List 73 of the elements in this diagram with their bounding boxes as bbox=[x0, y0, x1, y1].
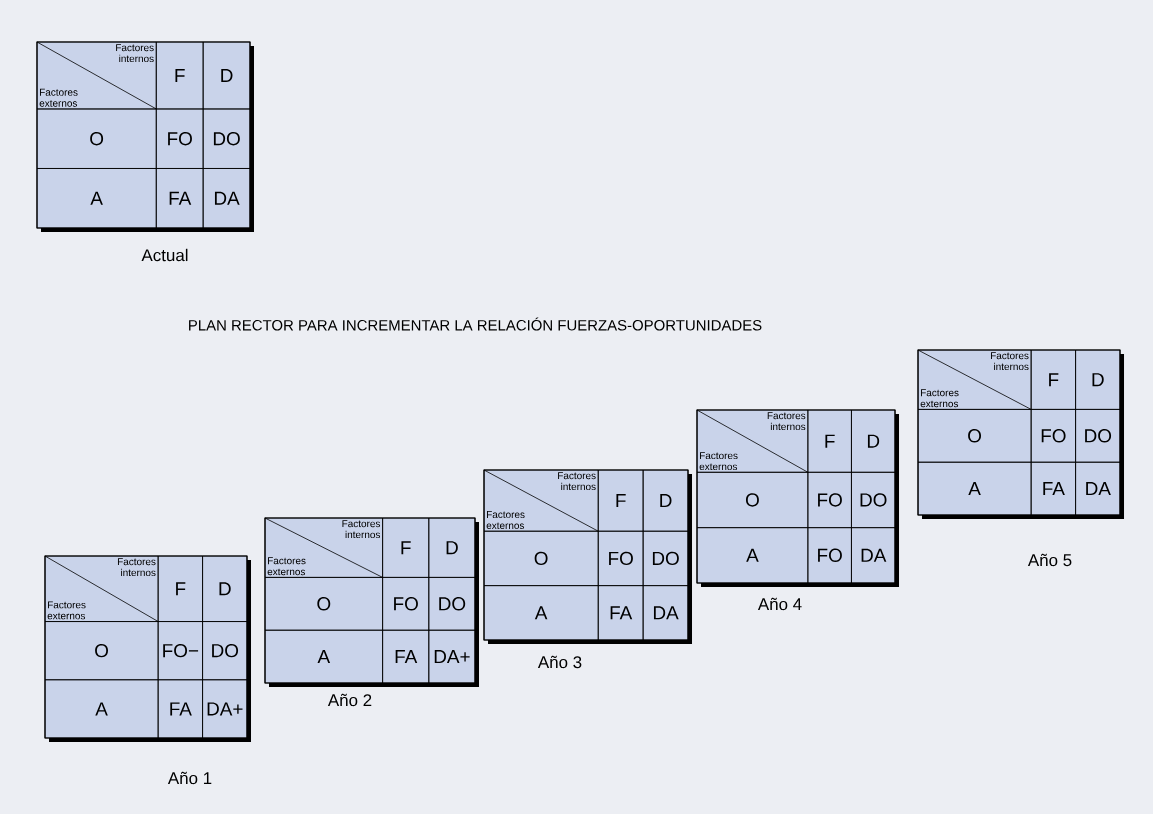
matrix-cell: D bbox=[202, 41, 251, 110]
matrix-cell: F bbox=[1030, 349, 1076, 410]
matrix-cell: DA bbox=[642, 585, 689, 641]
matrix-cell: DA+ bbox=[202, 679, 248, 739]
matrix-cell: FA bbox=[1030, 461, 1076, 516]
matrix-cell: FA bbox=[157, 679, 203, 739]
header-label: Factores internos bbox=[342, 520, 381, 539]
matrix-cell: DO bbox=[202, 621, 248, 681]
matrix-cell: D bbox=[851, 409, 896, 473]
header-label: Factores internos bbox=[118, 558, 156, 577]
matrix-cell: DA bbox=[202, 168, 251, 229]
matrix-cell: FO bbox=[155, 108, 204, 169]
matrix-cell: A bbox=[917, 461, 1032, 516]
header-label: Factores externos bbox=[486, 511, 525, 529]
matrix-cell: F bbox=[382, 517, 430, 578]
matrix-cell: D bbox=[428, 517, 476, 578]
matrix-cell: FO bbox=[1030, 409, 1076, 463]
header-label: Factores externos bbox=[699, 452, 738, 471]
matrix-cell: O bbox=[36, 108, 157, 169]
matrix-frame bbox=[483, 469, 692, 644]
matrix-cell: A bbox=[44, 679, 159, 739]
matrix-cell: FO− bbox=[157, 621, 203, 681]
matrix-cell: FO bbox=[807, 471, 852, 529]
matrix-cell: O bbox=[44, 621, 159, 681]
matrix-cell: A bbox=[483, 585, 599, 641]
matrix-frame bbox=[44, 555, 251, 742]
header-label: Factores internos bbox=[558, 472, 596, 491]
matrix-cell: FA bbox=[382, 629, 430, 684]
matrix-cell: F bbox=[597, 469, 644, 532]
matrix-cell: DA bbox=[851, 527, 896, 584]
matrix-cell: DO bbox=[642, 530, 689, 586]
matrix-cell: O bbox=[264, 577, 383, 631]
matrix-cell: F bbox=[807, 409, 852, 473]
header-label: Factores externos bbox=[39, 88, 78, 107]
matrix-cell: D bbox=[642, 469, 689, 532]
matrix-cell: FO bbox=[807, 527, 852, 584]
matrix-caption: Año 2 bbox=[327, 693, 372, 707]
matrix-cell: FA bbox=[155, 168, 204, 229]
matrix-cell: O bbox=[696, 471, 809, 529]
matrix-frame bbox=[36, 41, 254, 232]
matrix-cell: DO bbox=[1075, 409, 1121, 463]
matrix-cell: DO bbox=[202, 108, 251, 169]
header-label: Factores externos bbox=[267, 557, 306, 576]
header-label: Factores internos bbox=[991, 352, 1029, 371]
matrix-cell: F bbox=[155, 41, 204, 110]
matrix-cell: D bbox=[1075, 349, 1121, 410]
header-label: Factores internos bbox=[116, 44, 154, 63]
matrix-cell: DA bbox=[1075, 461, 1121, 516]
matrix-frame bbox=[264, 517, 479, 687]
matrix-cell: O bbox=[917, 409, 1032, 463]
title: PLAN RECTOR PARA INCREMENTAR LA RELACIÓN FUERZAS-OPORTUNIDADES bbox=[189, 317, 762, 331]
matrix-cell: DO bbox=[428, 577, 476, 631]
matrix-cell: F bbox=[157, 555, 203, 622]
matrix-cell: FO bbox=[382, 577, 430, 631]
header-label: Factores externos bbox=[47, 601, 86, 620]
matrix-cell: FA bbox=[597, 585, 644, 641]
matrix-cell: DA+ bbox=[428, 629, 476, 684]
matrix-cell: A bbox=[36, 168, 157, 229]
header-label: Factores externos bbox=[920, 389, 959, 408]
matrix-caption: Actual bbox=[141, 248, 188, 262]
matrix-caption: Año 4 bbox=[757, 597, 802, 611]
matrix-frame bbox=[696, 409, 899, 587]
matrix-cell: DO bbox=[851, 471, 896, 529]
matrix-caption: Año 1 bbox=[167, 771, 212, 785]
header-label: Factores internos bbox=[767, 412, 806, 431]
matrix-cell: FO bbox=[597, 530, 644, 586]
matrix-frame bbox=[917, 349, 1124, 519]
matrix-caption: Año 5 bbox=[1027, 553, 1072, 567]
matrix-cell: O bbox=[483, 530, 599, 586]
matrix-caption: Año 3 bbox=[537, 655, 582, 669]
matrix-cell: A bbox=[696, 527, 809, 584]
matrix-cell: A bbox=[264, 629, 383, 684]
matrix-cell: D bbox=[202, 555, 248, 622]
